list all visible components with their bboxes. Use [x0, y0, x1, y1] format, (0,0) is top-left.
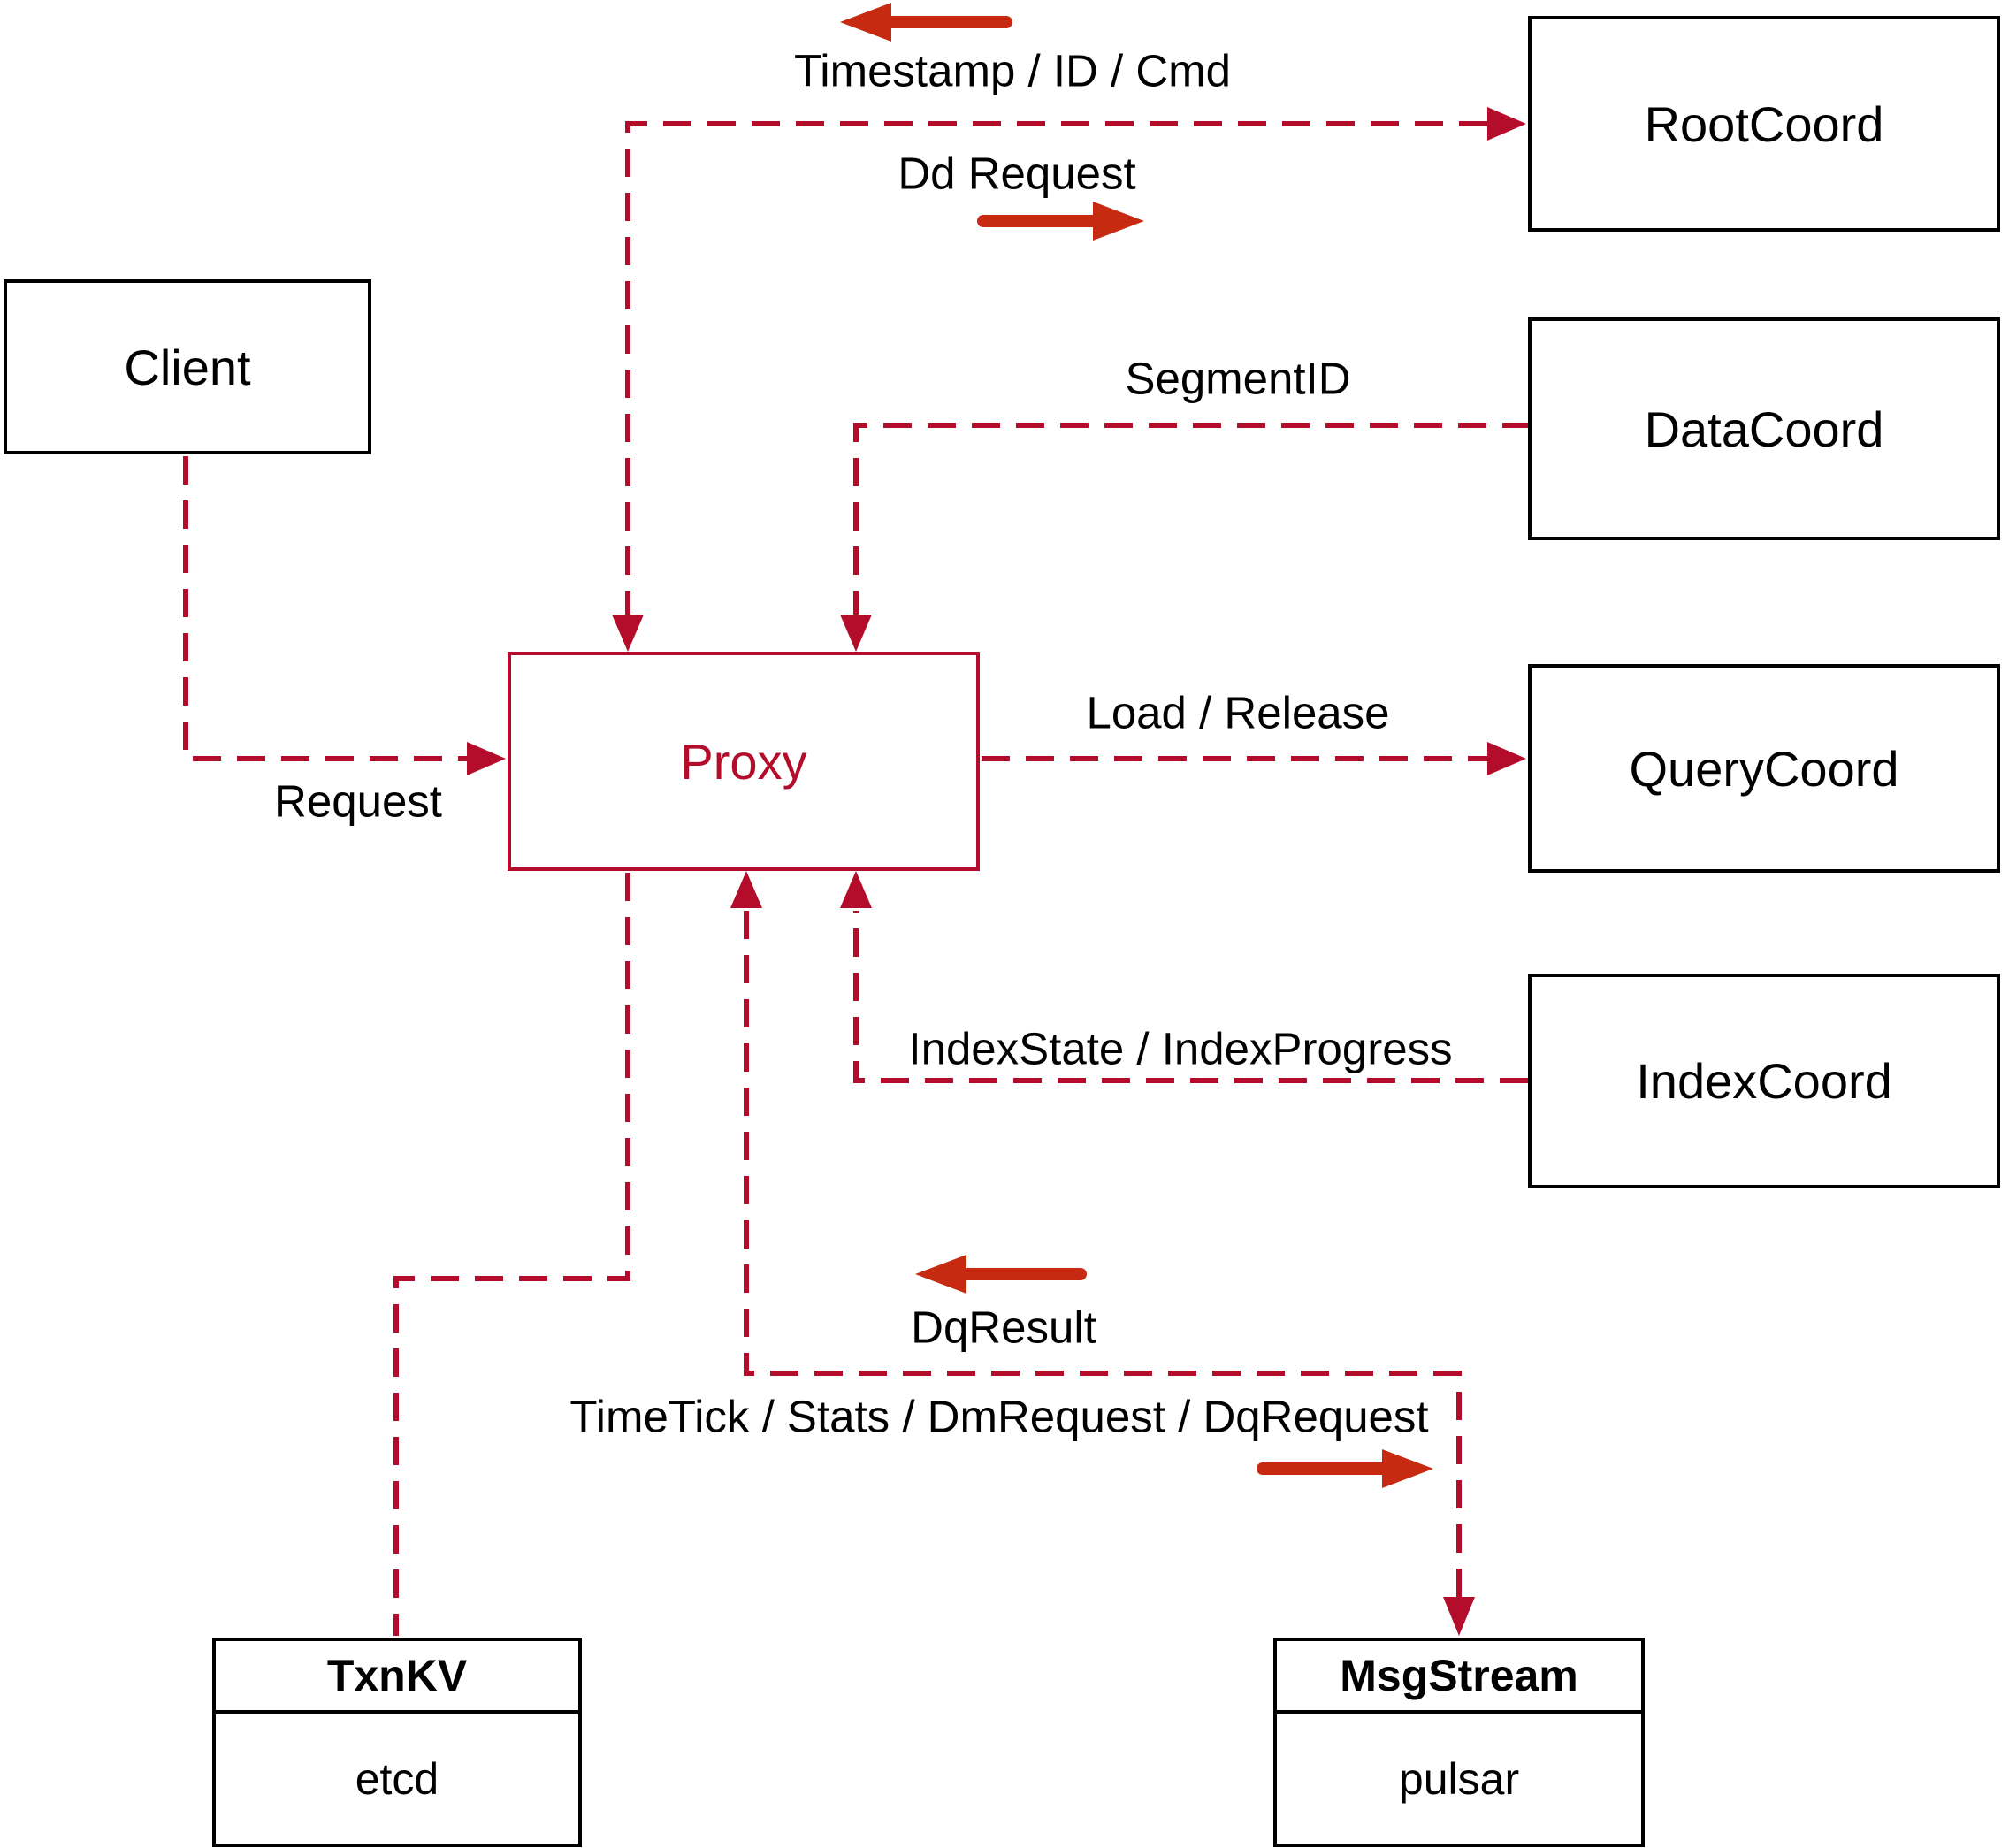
node-rootcoord: RootCoord	[1528, 16, 2000, 232]
node-txnkv: TxnKV etcd	[212, 1638, 582, 1847]
edge-label-load-release: Load / Release	[1086, 687, 1390, 738]
edge-label-segment-id: SegmentID	[1125, 353, 1351, 404]
arrowhead-into-querycoord	[1487, 742, 1526, 775]
node-datacoord: DataCoord	[1528, 317, 2000, 540]
arrowhead-into-proxy-top-right	[840, 615, 872, 652]
node-client: Client	[4, 279, 371, 454]
node-querycoord: QueryCoord	[1528, 664, 2000, 873]
edge-datacoord-proxy	[853, 423, 1528, 619]
node-proxy-label: Proxy	[680, 733, 807, 790]
arrowhead-into-proxy-left	[467, 742, 506, 775]
node-rootcoord-label: RootCoord	[1644, 95, 1884, 152]
node-txnkv-title: TxnKV	[216, 1641, 578, 1714]
arrowhead-into-proxy-bottom-mid	[730, 871, 762, 908]
edge-proxy-rootcoord	[625, 121, 1489, 619]
node-datacoord-label: DataCoord	[1644, 401, 1884, 457]
edge-client-proxy	[183, 456, 467, 761]
edge-label-timestamp-id-cmd: Timestamp / ID / Cmd	[793, 45, 1232, 96]
node-msgstream: MsgStream pulsar	[1273, 1638, 1645, 1847]
node-indexcoord: IndexCoord	[1528, 974, 2000, 1188]
arrowhead-into-proxy-bottom-right	[840, 871, 872, 908]
edge-label-index-state: IndexState / IndexProgress	[908, 1023, 1453, 1074]
node-proxy: Proxy	[508, 652, 980, 871]
edge-indexcoord-proxy	[853, 911, 1528, 1083]
direction-arrow-right-dd-request	[977, 202, 1144, 241]
edge-proxy-msgstream	[744, 911, 1462, 1597]
edge-label-request: Request	[274, 775, 442, 827]
direction-arrow-left-timestamp	[840, 3, 1012, 42]
arrowhead-into-rootcoord	[1487, 107, 1526, 141]
direction-arrow-right-timetick	[1257, 1449, 1433, 1488]
node-querycoord-label: QueryCoord	[1629, 740, 1899, 797]
node-client-label: Client	[124, 339, 251, 395]
node-indexcoord-label: IndexCoord	[1636, 1053, 1892, 1109]
node-txnkv-subtitle: etcd	[355, 1754, 439, 1804]
edge-label-dq-result: DqResult	[911, 1302, 1096, 1353]
edge-proxy-txnkv	[393, 873, 630, 1636]
edge-label-timetick: TimeTick / Stats / DmRequest / DqRequest	[569, 1391, 1429, 1442]
node-msgstream-title: MsgStream	[1277, 1641, 1641, 1714]
arrowhead-into-msgstream	[1443, 1597, 1475, 1636]
arrowhead-into-proxy-top-left	[612, 615, 644, 652]
node-msgstream-subtitle: pulsar	[1398, 1754, 1520, 1804]
edge-label-dd-request: Dd Request	[898, 148, 1136, 199]
direction-arrow-left-dqresult	[915, 1255, 1087, 1294]
